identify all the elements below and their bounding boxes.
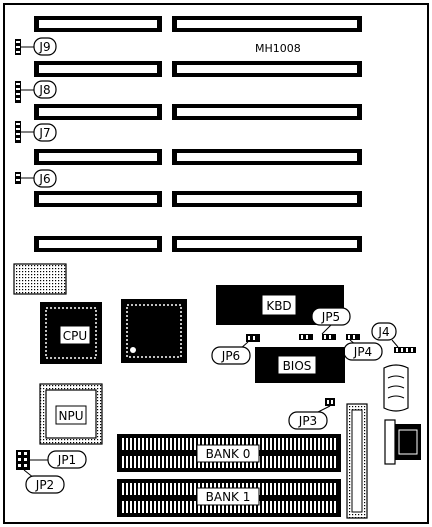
cylinder-component <box>383 364 409 412</box>
cpu-chip: CPU <box>40 302 102 364</box>
isa-slot-left-1 <box>34 16 162 32</box>
jp1-label: JP1 <box>57 453 76 467</box>
bank-0-simm: BANK 0 <box>117 434 341 472</box>
jp3-label: JP3 <box>298 414 317 428</box>
jp6-label: JP6 <box>221 349 240 363</box>
bios-chip: BIOS <box>255 347 345 383</box>
jumper-j6: J6 <box>15 169 57 188</box>
vertical-connector <box>346 403 368 519</box>
isa-slot-left-5 <box>34 191 162 207</box>
jumper-j9: J9 <box>15 37 57 56</box>
chipset-chip <box>121 299 187 363</box>
npu-label: NPU <box>59 409 84 423</box>
bank-0-label: BANK 0 <box>206 447 251 461</box>
isa-slot-right-5 <box>172 191 362 207</box>
kbd-label: KBD <box>266 299 291 313</box>
jumper-jp5: JP5 <box>299 307 351 340</box>
jumper-jp6: JP6 <box>211 334 260 365</box>
jumper-j8: J8 <box>15 80 57 103</box>
isa-slot-right-2 <box>172 61 362 77</box>
battery-block <box>13 263 67 295</box>
jumper-jp1: JP1 <box>16 450 87 470</box>
isa-slot-left-4 <box>34 149 162 165</box>
j4-label: J4 <box>377 325 389 339</box>
isa-slot-right-3 <box>172 104 362 120</box>
j9-label: J9 <box>38 40 50 54</box>
jp5-label: JP5 <box>321 310 340 324</box>
board-model-label: MH1008 <box>255 42 301 55</box>
isa-slot-right-6 <box>172 236 362 252</box>
jp2-label: JP2 <box>35 478 54 492</box>
jp4-label: JP4 <box>353 345 372 359</box>
jumper-j4: J4 <box>371 322 416 353</box>
isa-slots-right <box>172 16 362 252</box>
j8-label: J8 <box>38 83 50 97</box>
npu-socket: NPU <box>39 383 103 445</box>
cpu-label: CPU <box>63 329 87 343</box>
isa-slot-right-4 <box>172 149 362 165</box>
j7-label: J7 <box>38 126 50 140</box>
jumper-jp3: JP3 <box>288 398 335 430</box>
din-connector <box>384 419 421 465</box>
j6-label: J6 <box>38 172 50 186</box>
isa-slot-left-6 <box>34 236 162 252</box>
isa-slot-left-2 <box>34 61 162 77</box>
bank-1-simm: BANK 1 <box>117 479 341 517</box>
jumper-jp2: JP2 <box>23 469 65 494</box>
bank-1-label: BANK 1 <box>206 490 251 504</box>
isa-slot-left-3 <box>34 104 162 120</box>
bios-label: BIOS <box>283 359 312 373</box>
jumper-jp4: JP4 <box>343 334 383 361</box>
isa-slots-left <box>34 16 162 252</box>
jumper-j7: J7 <box>15 121 57 143</box>
isa-slot-right-1 <box>172 16 362 32</box>
